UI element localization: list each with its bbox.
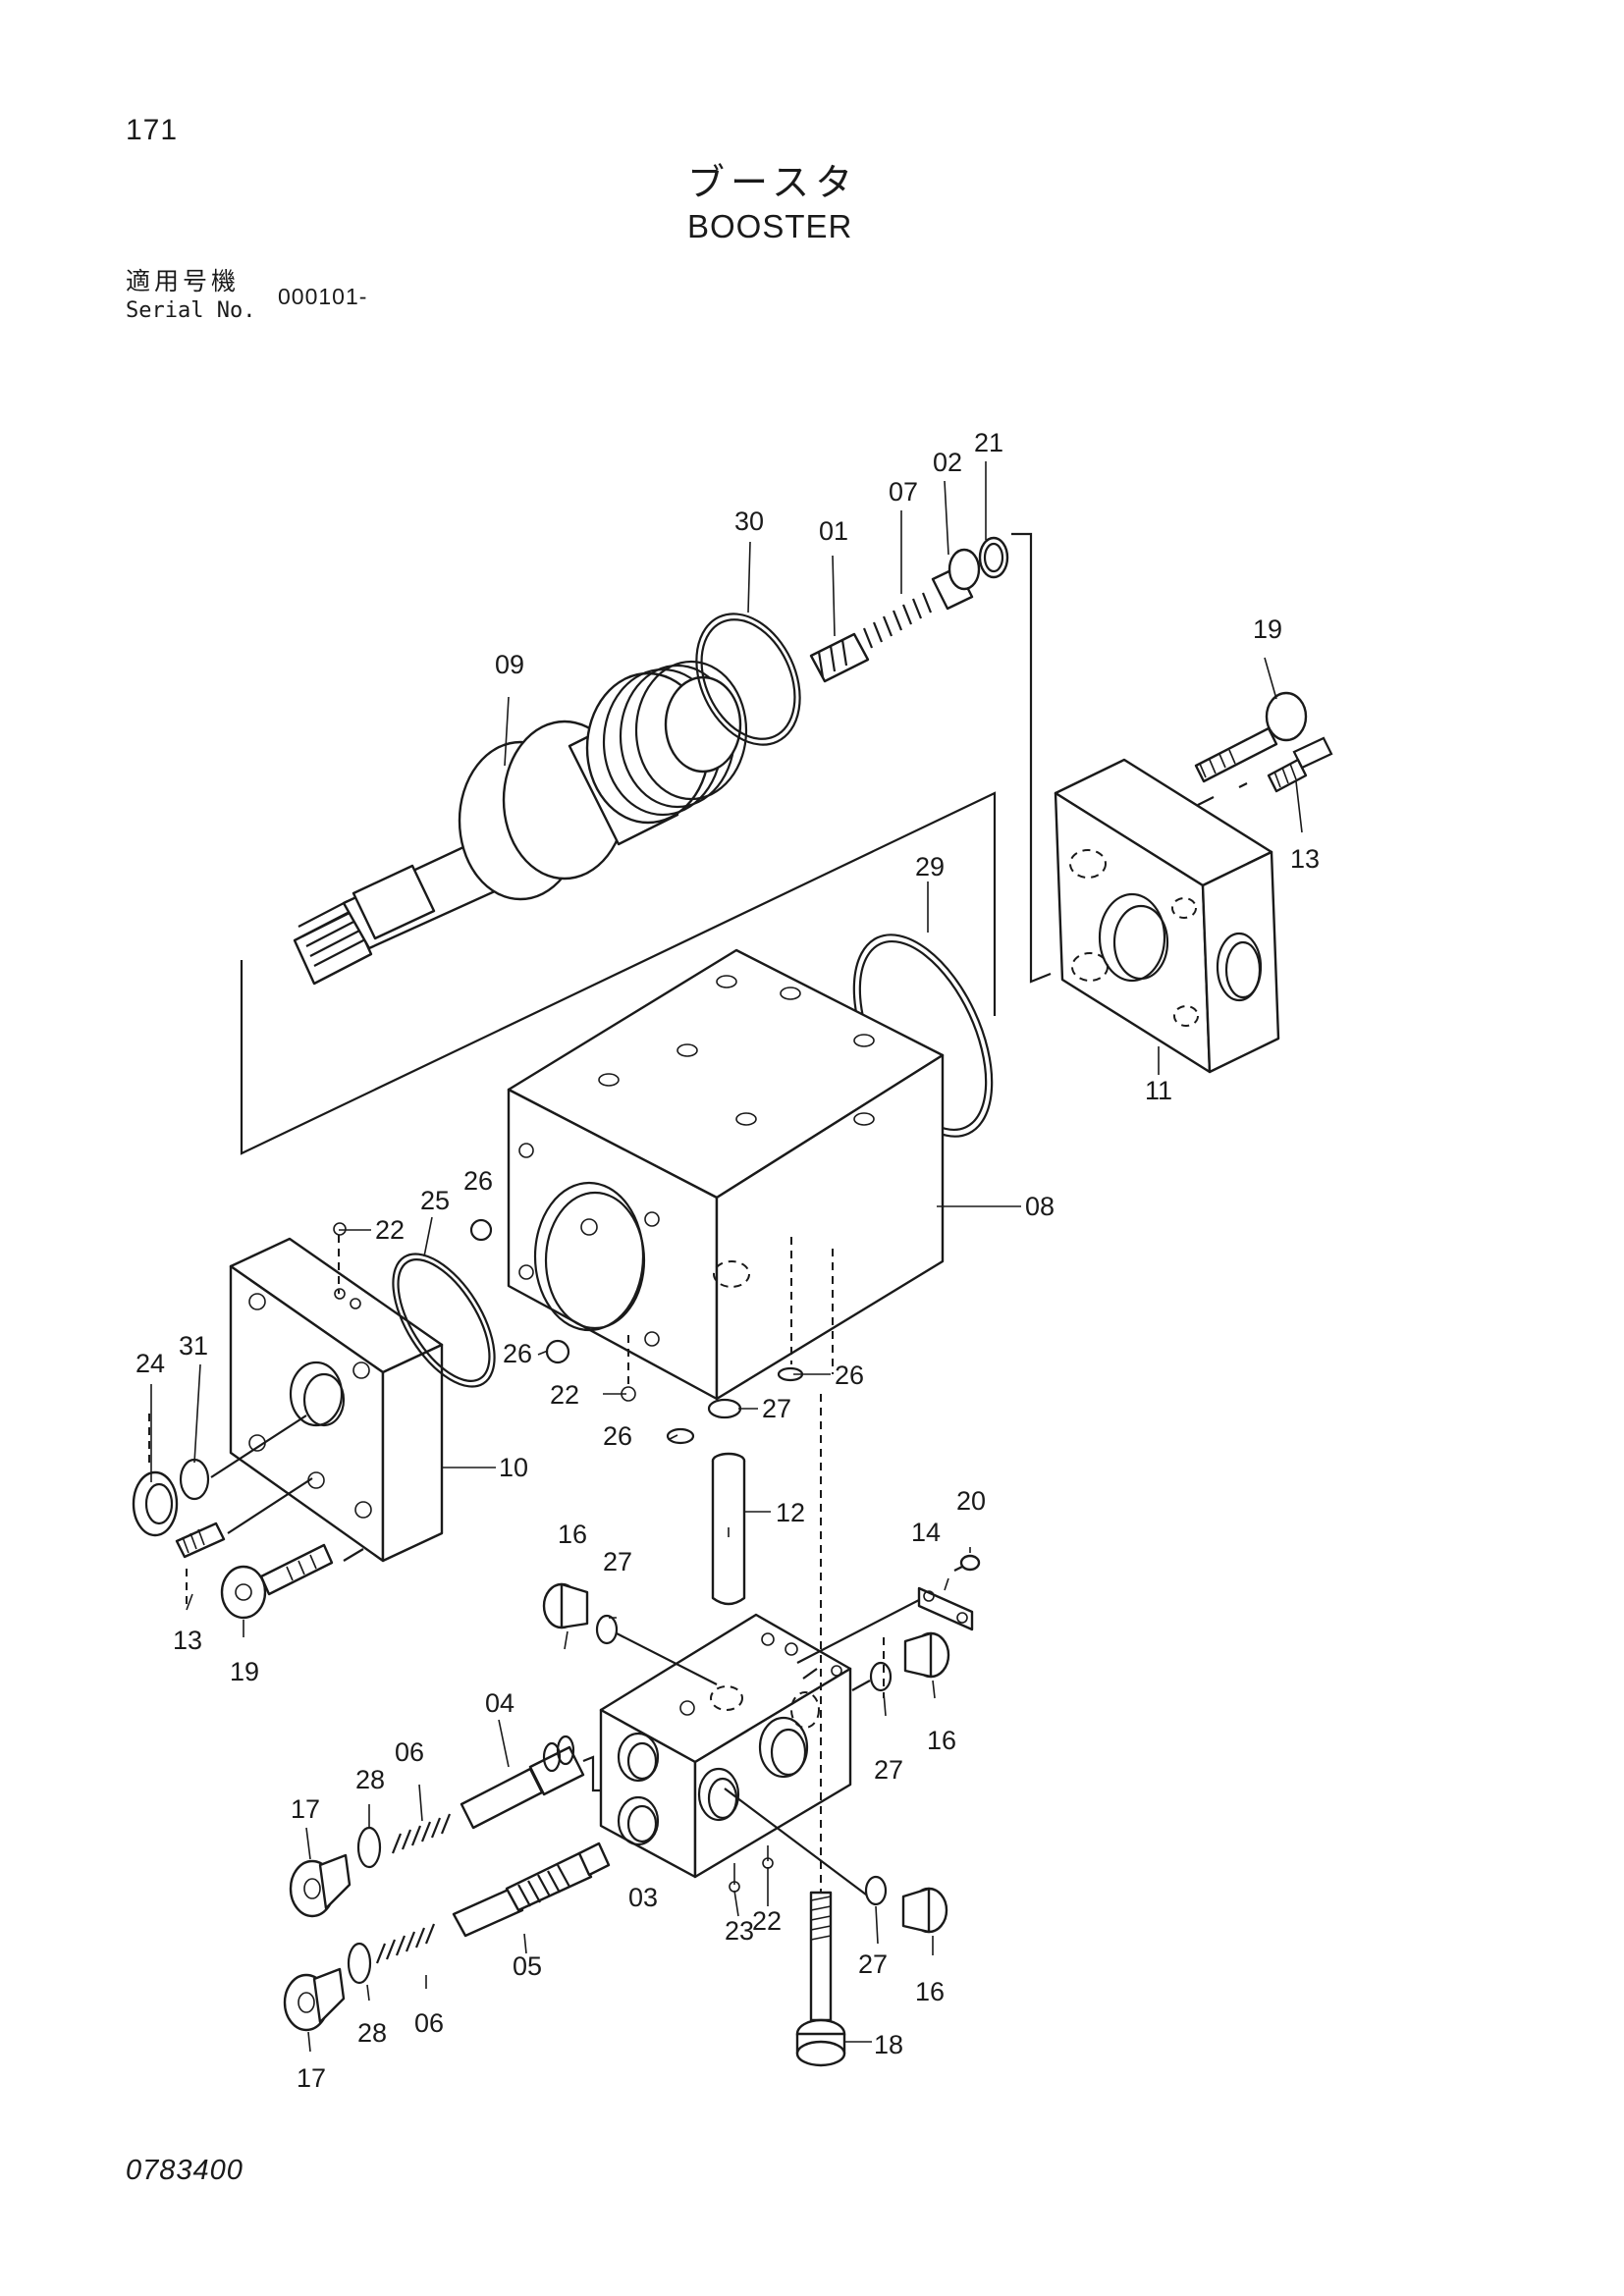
callout-01: 01 bbox=[819, 516, 848, 546]
part-27-o-ring-top bbox=[595, 1614, 619, 1645]
part-10-end-cover bbox=[229, 1237, 444, 1563]
part-17-plug-lower bbox=[283, 1967, 346, 2032]
callout-29: 29 bbox=[915, 852, 945, 881]
part-28-o-ring-lower bbox=[347, 1942, 372, 1985]
title-english: BOOSTER bbox=[687, 208, 853, 244]
callout-31: 31 bbox=[179, 1331, 208, 1361]
part-17-plug-upper bbox=[289, 1853, 352, 1918]
part-24-bearing bbox=[132, 1470, 179, 1537]
callout-04: 04 bbox=[485, 1688, 514, 1718]
callout-27-d: 27 bbox=[858, 1949, 888, 1979]
document-code: 0783400 bbox=[126, 2155, 244, 2186]
part-06-spring-lower bbox=[375, 1923, 436, 1964]
part-16-plug-right bbox=[903, 1631, 950, 1679]
callout-26-b: 26 bbox=[503, 1339, 532, 1368]
callout-27-c: 27 bbox=[874, 1755, 903, 1785]
callout-22-c: 22 bbox=[752, 1906, 782, 1936]
part-03-valve-block bbox=[599, 1613, 852, 1879]
part-04-spool bbox=[460, 1735, 585, 1830]
callout-13-upper: 13 bbox=[1290, 844, 1320, 874]
callout-30: 30 bbox=[734, 507, 764, 536]
part-28-o-ring-upper bbox=[356, 1826, 382, 1869]
callout-07: 07 bbox=[889, 477, 918, 507]
page-number: 171 bbox=[126, 114, 179, 146]
part-19-cap-screw bbox=[1194, 691, 1308, 783]
part-31-ring bbox=[179, 1458, 210, 1501]
part-16-plug-bottom bbox=[901, 1887, 948, 1934]
callout-19-upper: 19 bbox=[1253, 614, 1282, 644]
part-05-spool bbox=[452, 1842, 611, 1938]
part-16-plug-top bbox=[542, 1582, 589, 1629]
callout-06-upper: 06 bbox=[395, 1737, 424, 1767]
callout-21: 21 bbox=[974, 428, 1003, 457]
callout-12: 12 bbox=[776, 1498, 805, 1527]
callout-28-upper: 28 bbox=[355, 1765, 385, 1794]
callout-26-c: 26 bbox=[835, 1361, 864, 1390]
callout-24: 24 bbox=[135, 1349, 165, 1378]
part-06-spring-upper bbox=[391, 1813, 452, 1854]
part-18-long-bolt bbox=[795, 1891, 846, 2067]
part-13-fitting-lower bbox=[175, 1522, 226, 1559]
callout-23: 23 bbox=[725, 1916, 754, 1946]
part-20-screw bbox=[953, 1554, 981, 1572]
part-13-fitting-upper bbox=[1267, 736, 1333, 793]
callout-20: 20 bbox=[956, 1486, 986, 1516]
part-12-pin bbox=[711, 1452, 746, 1606]
callout-06-lower: 06 bbox=[414, 2008, 444, 2038]
callout-16-c: 16 bbox=[915, 1977, 945, 2006]
part-27-o-ring-bottom bbox=[864, 1875, 888, 1906]
callout-26-a: 26 bbox=[463, 1166, 493, 1196]
serial-label-japanese: 適用号機 bbox=[126, 268, 241, 295]
serial-label-english: Serial No. bbox=[126, 298, 256, 323]
callout-25: 25 bbox=[420, 1186, 450, 1215]
part-19-cap-screw-lower bbox=[220, 1543, 334, 1620]
callout-18: 18 bbox=[874, 2030, 903, 2059]
title-japanese: ブースタ bbox=[687, 163, 859, 204]
callout-19-lower: 19 bbox=[230, 1657, 259, 1686]
part-14-plate bbox=[917, 1586, 974, 1631]
callout-16-b: 16 bbox=[927, 1726, 956, 1755]
serial-range: 000101- bbox=[278, 284, 368, 309]
part-09-piston-shaft bbox=[293, 660, 748, 986]
callout-27-b: 27 bbox=[603, 1547, 632, 1576]
part-25-o-ring bbox=[392, 1253, 496, 1388]
callout-28-lower: 28 bbox=[357, 2018, 387, 2048]
callout-13-lower: 13 bbox=[173, 1626, 202, 1655]
callout-05: 05 bbox=[513, 1951, 542, 1981]
callout-14: 14 bbox=[911, 1518, 941, 1547]
callout-17-lower: 17 bbox=[297, 2063, 326, 2093]
callout-11: 11 bbox=[1145, 1076, 1172, 1105]
part-08-body-block bbox=[507, 948, 945, 1401]
part-27-o-ring-right bbox=[869, 1661, 893, 1692]
callout-27-a: 27 bbox=[762, 1394, 791, 1423]
part-11-end-cover bbox=[1054, 758, 1280, 1074]
part-01-07-02-21-spool bbox=[809, 536, 1009, 683]
callout-10: 10 bbox=[499, 1453, 528, 1482]
callout-22-a: 22 bbox=[375, 1215, 405, 1245]
callout-22-b: 22 bbox=[550, 1380, 579, 1410]
callout-09: 09 bbox=[495, 650, 524, 679]
callout-17-upper: 17 bbox=[291, 1794, 320, 1824]
callout-08: 08 bbox=[1025, 1192, 1055, 1221]
callout-03: 03 bbox=[628, 1883, 658, 1912]
callout-26-d: 26 bbox=[603, 1421, 632, 1451]
callout-02: 02 bbox=[933, 448, 962, 477]
part-30-o-ring bbox=[695, 613, 801, 746]
callout-16-a: 16 bbox=[558, 1520, 587, 1549]
